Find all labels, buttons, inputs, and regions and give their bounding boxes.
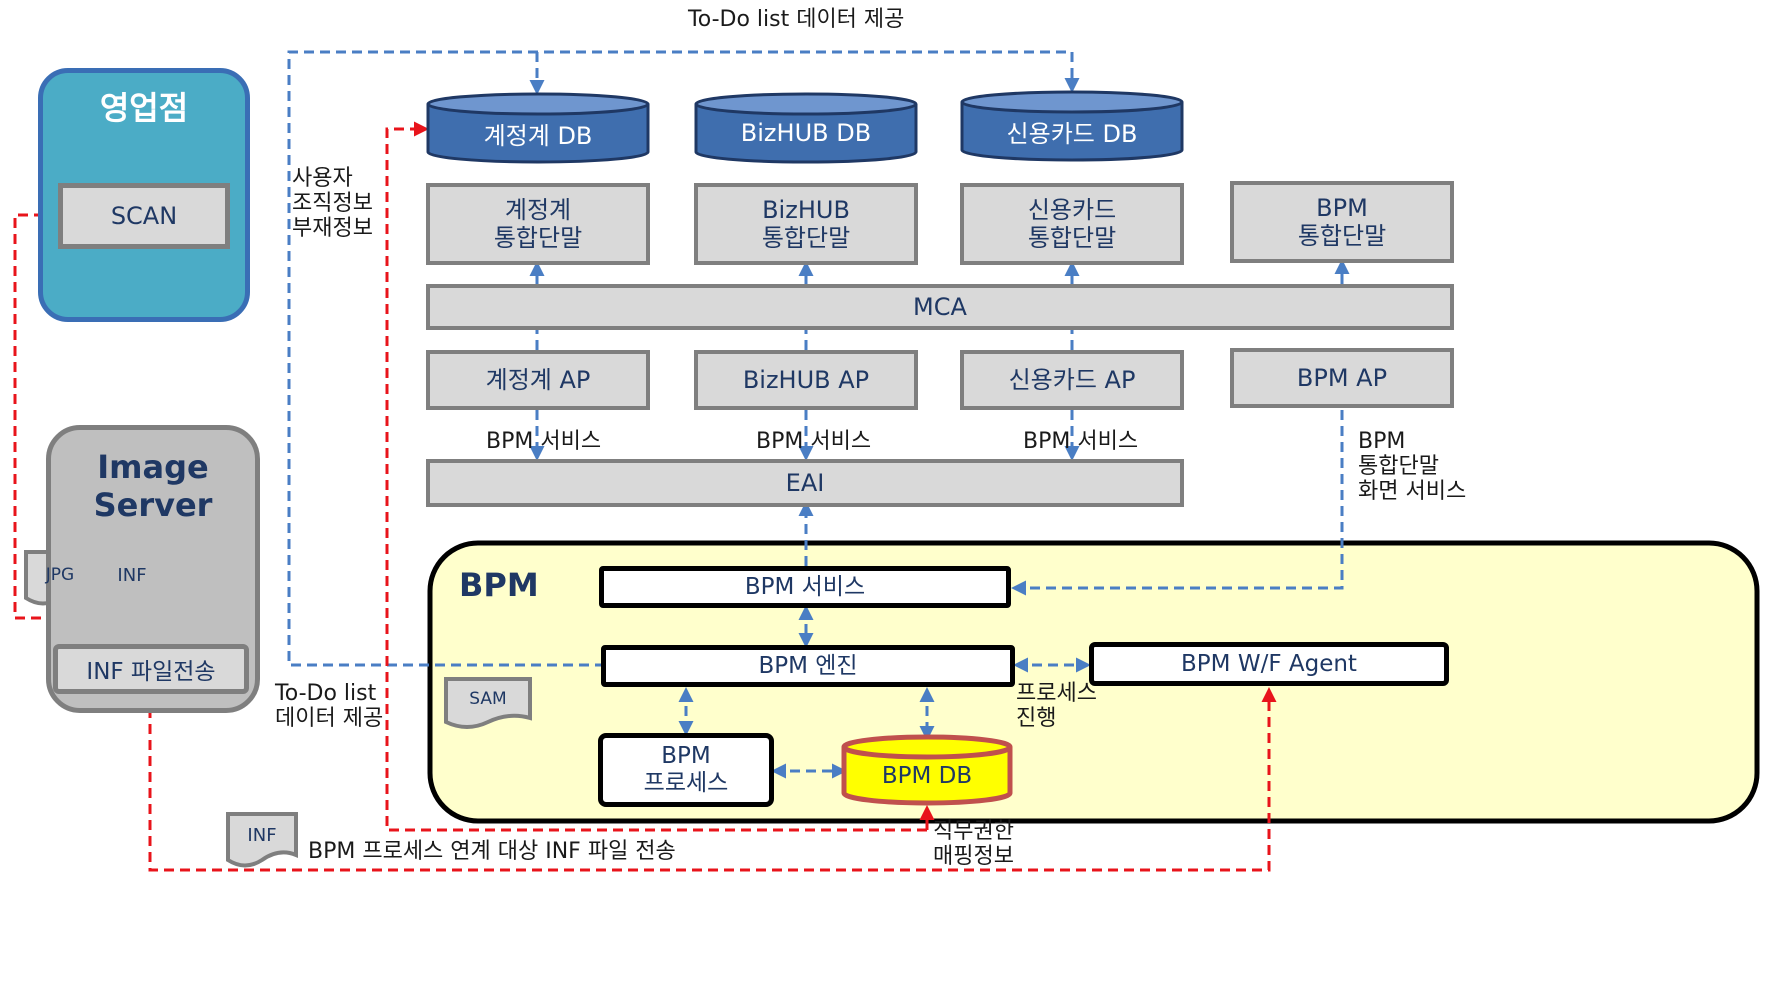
bpm-agent-box: BPM W/F Agent [1089, 642, 1449, 686]
db-cylinders [426, 90, 1184, 806]
terminal-gyejeong: 계정계 통합단말 [426, 183, 650, 265]
user-org-info-label: 사용자 조직정보 부재정보 [292, 166, 373, 241]
eai-bar: EAI [426, 459, 1184, 507]
inf-doc-label: INF [117, 564, 147, 586]
todo-line2: 데이터 제공 [275, 706, 384, 731]
duty-line1: 직무권한 [933, 819, 1014, 844]
process-progress-label: 프로세스 진행 [1016, 681, 1097, 731]
terminal-gyejeong-line1: 계정계 [504, 196, 572, 224]
bottom-inf-doc-label: INF [247, 824, 277, 846]
db-label-card: 신용카드 DB [1006, 119, 1138, 148]
bpm-service-box: BPM 서비스 [599, 566, 1011, 608]
db-label-gyejeong: 계정계 DB [483, 121, 593, 150]
bpm-process-box: BPM 프로세스 [598, 733, 774, 807]
scan-to-server-line [13, 213, 69, 626]
user-info-line2: 조직정보 [292, 191, 373, 216]
branch-title: 영업점 [99, 89, 189, 127]
todo-data-label: To-Do list 데이터 제공 [275, 681, 383, 731]
inf-transfer-line [148, 687, 1277, 872]
jpg-doc-label: JPG [45, 565, 75, 585]
ap-gyejeong: 계정계 AP [426, 350, 650, 410]
terminal-bpm-line1: BPM [1316, 194, 1368, 222]
duty-mapping-label: 직무권한 매핑정보 [933, 819, 1014, 869]
progress-line2: 진행 [1016, 706, 1057, 731]
image-server-title-2: Server [93, 486, 213, 524]
bottom-transfer-label: BPM 프로세스 연계 대상 INF 파일 전송 [308, 839, 676, 864]
todo-line-left [287, 50, 1080, 667]
ap-card: 신용카드 AP [960, 350, 1184, 410]
terminal-card-line2: 통합단말 [1027, 224, 1117, 252]
ap-bizhub: BizHUB AP [694, 350, 918, 410]
user-info-line1: 사용자 [292, 166, 353, 191]
bpm-db-label: BPM DB [881, 763, 973, 789]
terminal-bizhub-line1: BizHUB [762, 196, 850, 224]
terminal-gyejeong-line2: 통합단말 [493, 224, 583, 252]
bpm-screen-service-label: BPM 통합단말 화면 서비스 [1358, 429, 1466, 504]
image-server-title-1: Image [97, 448, 209, 486]
db-label-bizhub: BizHUB DB [740, 119, 872, 147]
terminal-bizhub-line2: 통합단말 [761, 224, 851, 252]
inf-transfer-box: INF 파일전송 [53, 644, 249, 694]
user-info-line3: 부재정보 [292, 216, 373, 241]
service-label-2: BPM 서비스 [756, 429, 872, 454]
sam-doc-label: SAM [469, 689, 507, 709]
terminal-bizhub: BizHUB 통합단말 [694, 183, 918, 265]
service-label-3: BPM 서비스 [1023, 429, 1139, 454]
bpm-process-line2: 프로세스 [643, 770, 729, 796]
top-todo-label: To-Do list 데이터 제공 [688, 7, 905, 32]
bpm-title: BPM [459, 566, 539, 604]
duty-line2: 매핑정보 [933, 844, 1014, 869]
todo-line1: To-Do list [275, 681, 377, 706]
bpm-engine-box: BPM 엔진 [601, 645, 1015, 687]
progress-line1: 프로세스 [1016, 681, 1097, 706]
bpm-process-line1: BPM [661, 743, 711, 769]
bpm-screen-line2: 통합단말 [1358, 454, 1439, 479]
terminal-bpm: BPM 통합단말 [1230, 181, 1454, 263]
terminal-card-line1: 신용카드 [1027, 196, 1117, 224]
bpm-screen-line1: BPM [1358, 429, 1406, 454]
bpm-screen-line3: 화면 서비스 [1358, 479, 1467, 504]
scan-box: SCAN [58, 183, 230, 249]
terminal-card: 신용카드 통합단말 [960, 183, 1184, 265]
terminal-bpm-line2: 통합단말 [1297, 222, 1387, 250]
mca-bar: MCA [426, 284, 1454, 330]
service-label-1: BPM 서비스 [486, 429, 602, 454]
ap-bpm: BPM AP [1230, 348, 1454, 408]
